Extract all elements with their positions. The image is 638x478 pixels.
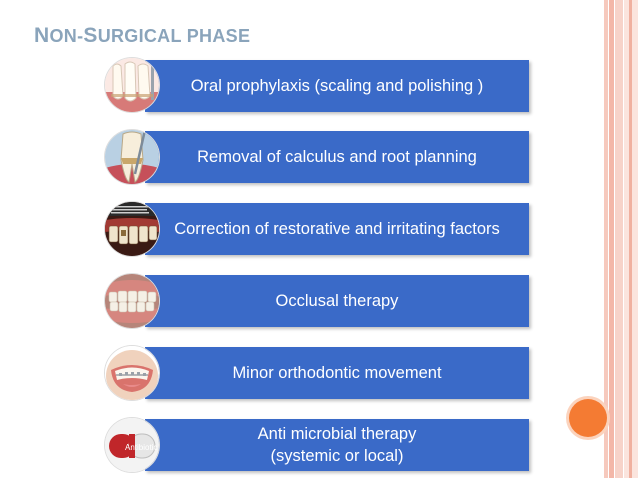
decor-stripe xyxy=(629,0,632,478)
item-label: Removal of calculus and root planning xyxy=(197,148,477,166)
item-label-secondary: (systemic or local) xyxy=(270,447,404,465)
item-bar: Removal of calculus and root planning xyxy=(145,131,529,183)
capsule-label: Antibiotic xyxy=(125,443,157,452)
item-label: Occlusal therapy xyxy=(275,292,399,310)
orange-circle-decoration xyxy=(569,399,607,437)
decor-stripe xyxy=(609,0,614,478)
decor-stripe xyxy=(604,0,608,478)
occlusion-teeth-icon xyxy=(105,274,159,328)
antibiotic-capsule-icon: Antibiotic xyxy=(105,418,159,472)
scaling-teeth-icon xyxy=(105,58,159,112)
item-bar: Anti microbial therapy (systemic or loca… xyxy=(145,419,529,471)
item-bar: Correction of restorative and irritating… xyxy=(145,203,529,255)
restoration-teeth-icon xyxy=(105,202,159,256)
braces-smile-icon xyxy=(105,346,159,400)
decor-stripe xyxy=(615,0,623,478)
item-label: Minor orthodontic movement xyxy=(232,364,442,382)
slide-title: NON-SURGICAL PHASE xyxy=(34,24,251,47)
item-bar: Oral prophylaxis (scaling and polishing … xyxy=(145,60,529,112)
item-label: Anti microbial therapy xyxy=(257,425,417,443)
item-bar: Minor orthodontic movement xyxy=(145,347,529,399)
item-label: Oral prophylaxis (scaling and polishing … xyxy=(190,77,484,95)
item-label: Correction of restorative and irritating… xyxy=(174,220,500,238)
item-bar: Occlusal therapy xyxy=(145,275,529,327)
root-planing-icon xyxy=(105,130,159,184)
